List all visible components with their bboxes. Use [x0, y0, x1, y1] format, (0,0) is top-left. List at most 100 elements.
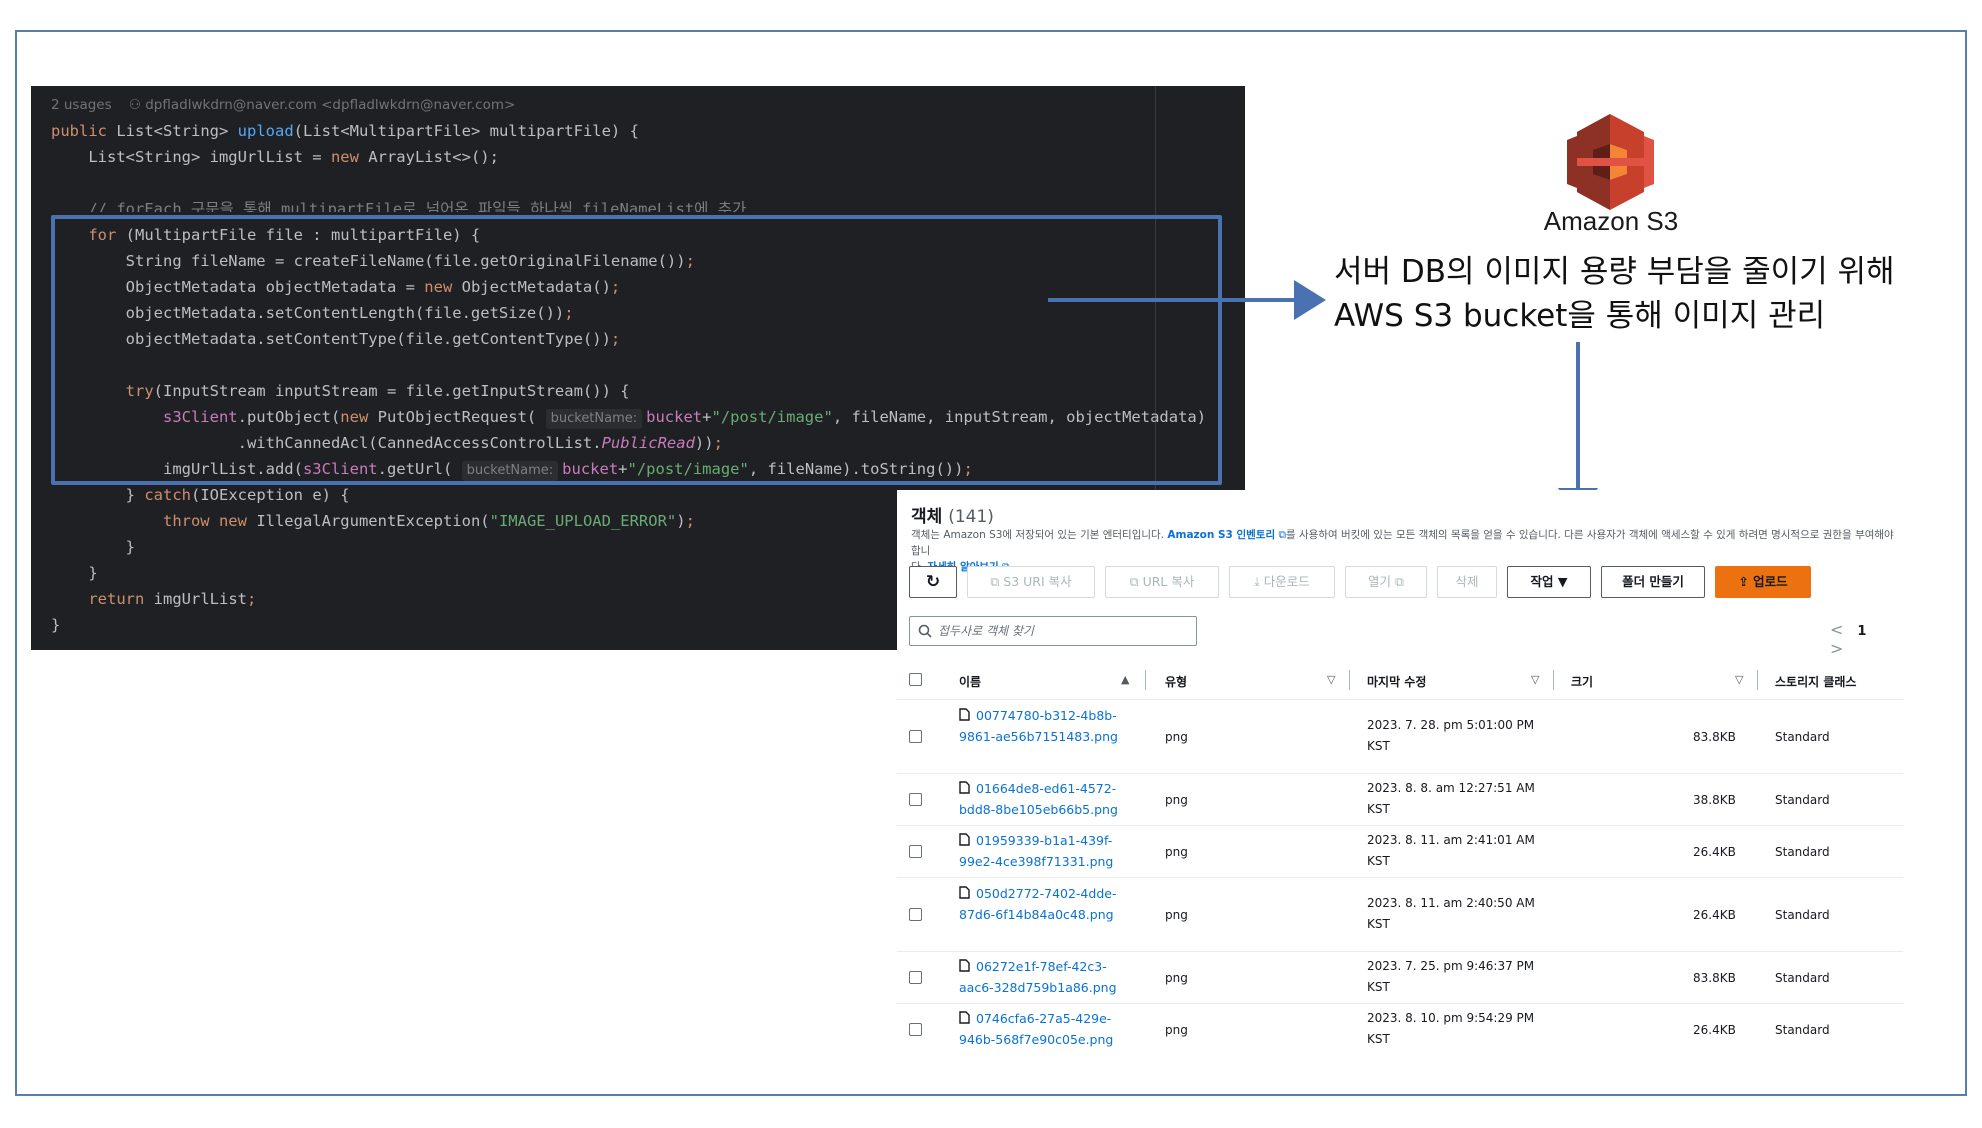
- object-search-input[interactable]: 접두사로 객체 찾기: [909, 616, 1197, 646]
- copy-url-button[interactable]: ⧉ URL 복사: [1105, 566, 1219, 598]
- row-checkbox[interactable]: [909, 845, 922, 858]
- table-row: 01664de8-ed61-4572-bdd8-8be105eb66b5.png…: [897, 774, 1903, 826]
- code-line-comment: // forEach 구문을 통해 multipartFile로 넘어온 파일들…: [51, 200, 747, 212]
- param-hint-bucket: bucketName:: [545, 409, 643, 429]
- object-name-link[interactable]: 00774780-b312-4b8b-9861-ae56b7151483.png: [959, 705, 1129, 747]
- sort-icon[interactable]: ▽: [1327, 673, 1336, 686]
- row-checkbox[interactable]: [909, 971, 922, 984]
- code-line-1: public List<String> upload(List<Multipar…: [51, 122, 639, 140]
- object-size: 38.8KB: [1693, 793, 1736, 807]
- caption-line-1: 서버 DB의 이미지 용량 부담을 줄이기 위해: [1334, 254, 1895, 290]
- amazon-s3-logo-icon: [1567, 114, 1654, 210]
- row-checkbox[interactable]: [909, 1023, 922, 1036]
- row-checkbox[interactable]: [909, 908, 922, 921]
- column-separator: [1349, 670, 1350, 690]
- refresh-button[interactable]: ↻: [909, 566, 957, 598]
- object-storage-class: Standard: [1775, 1023, 1830, 1037]
- column-separator: [1145, 670, 1146, 690]
- code-line-4: for (MultipartFile file : multipartFile)…: [88, 226, 481, 244]
- code-line-6: ObjectMetadata objectMetadata = new Obje…: [51, 278, 621, 296]
- column-size[interactable]: 크기: [1571, 675, 1594, 689]
- object-size: 26.4KB: [1693, 908, 1736, 922]
- slide-frame: [15, 30, 1967, 1096]
- s3-objects-console: 객체 (141) 객체는 Amazon S3에 저장되어 있는 기본 엔터티입니…: [897, 490, 1903, 1062]
- usages-label[interactable]: 2 usages: [51, 97, 112, 113]
- delete-button[interactable]: 삭제: [1437, 566, 1497, 598]
- search-placeholder: 접두사로 객체 찾기: [938, 624, 1034, 638]
- pagination: <1 >: [1830, 620, 1903, 658]
- object-name: 00774780-b312-4b8b-9861-ae56b7151483.png: [959, 708, 1118, 744]
- object-name: 01664de8-ed61-4572-bdd8-8be105eb66b5.png: [959, 781, 1118, 817]
- inventory-link[interactable]: Amazon S3 인벤토리: [1167, 529, 1276, 541]
- object-storage-class: Standard: [1775, 793, 1830, 807]
- external-link-icon-3: ⧉: [1391, 574, 1404, 589]
- copy-icon: ⧉: [990, 574, 1004, 589]
- code-line-7: objectMetadata.setContentLength(file.get…: [51, 304, 574, 322]
- object-name: 0746cfa6-27a5-429e-946b-568f7e90c05e.png: [959, 1011, 1114, 1047]
- object-modified: 2023. 8. 8. am 12:27:51 AM KST: [1367, 781, 1535, 816]
- object-storage-class: Standard: [1775, 971, 1830, 985]
- column-name[interactable]: 이름: [959, 675, 982, 689]
- column-modified[interactable]: 마지막 수정: [1367, 675, 1427, 689]
- select-all-checkbox[interactable]: [909, 673, 922, 686]
- column-type[interactable]: 유형: [1165, 675, 1188, 689]
- author-icon: ⚇: [128, 97, 141, 113]
- open-button[interactable]: 열기 ⧉: [1345, 566, 1427, 598]
- object-modified: 2023. 7. 25. pm 9:46:37 PM KST: [1367, 959, 1535, 994]
- code-line-10: try(InputStream inputStream = file.getIn…: [125, 382, 630, 400]
- file-icon: [959, 781, 970, 794]
- page-number[interactable]: 1: [1857, 624, 1867, 639]
- sort-icon[interactable]: ▽: [1735, 673, 1744, 686]
- slide-caption: 서버 DB의 이미지 용량 부담을 줄이기 위해 AWS S3 bucket을 …: [1334, 250, 1895, 338]
- object-type: png: [1165, 845, 1188, 859]
- code-highlight-box: [51, 215, 1222, 485]
- code-line-19: }: [51, 616, 61, 634]
- caption-line-2: AWS S3 bucket을 통해 이미지 관리: [1334, 298, 1826, 334]
- object-name-link[interactable]: 050d2772-7402-4dde-87d6-6f14b84a0c48.png: [959, 883, 1129, 925]
- row-checkbox[interactable]: [909, 793, 922, 806]
- object-name-link[interactable]: 06272e1f-78ef-42c3-aac6-328d759b1a86.png: [959, 956, 1129, 998]
- object-name: 050d2772-7402-4dde-87d6-6f14b84a0c48.png: [959, 886, 1117, 922]
- row-checkbox[interactable]: [909, 730, 922, 743]
- upload-label: 업로드: [1753, 574, 1788, 589]
- object-type: png: [1165, 1023, 1188, 1037]
- prev-page-button[interactable]: <: [1830, 620, 1844, 639]
- param-hint-bucket-2: bucketName:: [461, 461, 559, 481]
- actions-dropdown-button[interactable]: 작업 ▼: [1507, 566, 1591, 598]
- object-storage-class: Standard: [1775, 845, 1830, 859]
- object-size: 83.8KB: [1693, 971, 1736, 985]
- table-header: 이름 ▲ 유형 ▽ 마지막 수정 ▽ 크기 ▽ 스토리지 클래스: [897, 660, 1903, 700]
- sort-asc-icon[interactable]: ▲: [1121, 673, 1130, 686]
- object-name: 06272e1f-78ef-42c3-aac6-328d759b1a86.png: [959, 959, 1117, 995]
- file-icon: [959, 1011, 970, 1024]
- object-name-link[interactable]: 01664de8-ed61-4572-bdd8-8be105eb66b5.png: [959, 778, 1129, 820]
- code-line-8: objectMetadata.setContentType(file.getCo…: [51, 330, 621, 348]
- sort-icon[interactable]: ▽: [1531, 673, 1540, 686]
- object-modified: 2023. 8. 11. am 2:41:01 AM KST: [1367, 833, 1535, 868]
- object-name: 01959339-b1a1-439f-99e2-4ce398f71331.png: [959, 833, 1114, 869]
- column-storage-class[interactable]: 스토리지 클래스: [1775, 675, 1857, 689]
- object-name-link[interactable]: 01959339-b1a1-439f-99e2-4ce398f71331.png: [959, 830, 1129, 872]
- column-separator: [1553, 670, 1554, 690]
- code-meta-line: 2 usages ⚇ dpfladlwkdrn@naver.com <dpfla…: [51, 92, 515, 118]
- search-icon: [918, 624, 932, 638]
- object-storage-class: Standard: [1775, 908, 1830, 922]
- object-name-link[interactable]: 0746cfa6-27a5-429e-946b-568f7e90c05e.png: [959, 1008, 1129, 1050]
- code-line-15: throw new IllegalArgumentException("IMAG…: [162, 512, 695, 530]
- objects-heading-label: 객체: [911, 507, 943, 527]
- copy-url-label: URL 복사: [1142, 574, 1195, 589]
- object-size: 26.4KB: [1693, 1023, 1736, 1037]
- object-type: png: [1165, 730, 1188, 744]
- amazon-s3-title: Amazon S3: [1543, 206, 1679, 236]
- download-button[interactable]: ⤓ 다운로드: [1229, 566, 1335, 598]
- upload-button[interactable]: ⇪ 업로드: [1715, 566, 1811, 598]
- next-page-button[interactable]: >: [1830, 639, 1844, 658]
- copy-s3-uri-button[interactable]: ⧉ S3 URI 복사: [967, 566, 1095, 598]
- table-row: 050d2772-7402-4dde-87d6-6f14b84a0c48.png…: [897, 878, 1903, 952]
- file-icon: [959, 708, 970, 721]
- object-size: 83.8KB: [1693, 730, 1736, 744]
- objects-heading: 객체 (141): [911, 502, 994, 527]
- upload-icon: ⇪: [1738, 574, 1754, 589]
- object-type: png: [1165, 971, 1188, 985]
- create-folder-button[interactable]: 폴더 만들기: [1601, 566, 1705, 598]
